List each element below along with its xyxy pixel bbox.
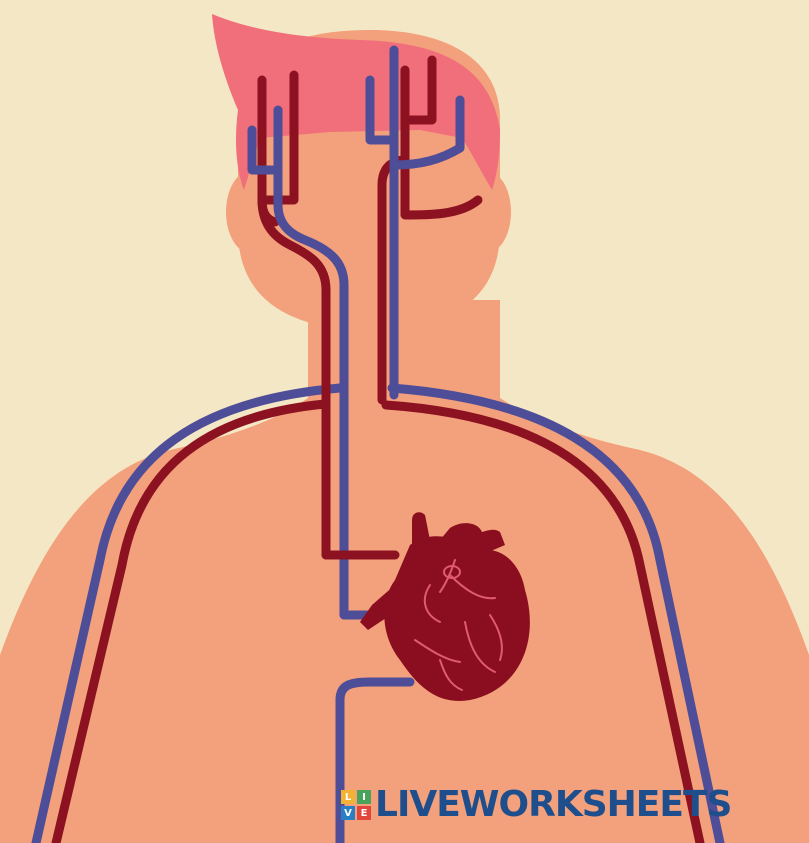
brand-wordmark: LIVEWORKSHEETS xyxy=(375,787,731,823)
brand-tile-v: V xyxy=(341,806,355,820)
liveworksheets-watermark: L I V E LIVEWORKSHEETS xyxy=(341,783,731,827)
brand-tile-i: I xyxy=(357,790,371,804)
brand-tile-l: L xyxy=(341,790,355,804)
brand-tiles: L I V E xyxy=(341,790,371,820)
brand-tile-e: E xyxy=(357,806,371,820)
